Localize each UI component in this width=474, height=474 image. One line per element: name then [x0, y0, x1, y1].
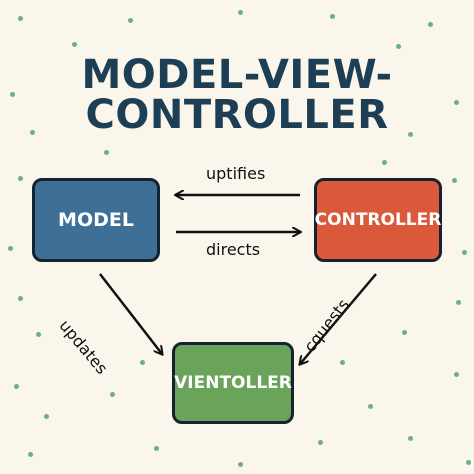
decor-dot — [340, 360, 345, 365]
decor-dot — [428, 22, 433, 27]
decor-dot — [396, 44, 401, 49]
decor-dot — [454, 372, 459, 377]
title-line-1: MODEL-VIEW- — [81, 52, 393, 98]
decor-dot — [44, 414, 49, 419]
decor-dot — [408, 436, 413, 441]
decor-dot — [8, 246, 13, 251]
arrow-model-to-view — [99, 273, 162, 354]
decor-dot — [238, 462, 243, 467]
decor-dot — [466, 460, 471, 465]
decor-dot — [36, 332, 41, 337]
decor-dot — [72, 42, 77, 47]
edge-label-uptifies: uptifies — [206, 164, 266, 183]
decor-dot — [318, 440, 323, 445]
edge-label-directs: directs — [206, 240, 261, 259]
decor-dot — [452, 178, 457, 183]
arrow-controller-to-view — [300, 273, 377, 364]
decor-dot — [18, 296, 23, 301]
decor-dot — [330, 14, 335, 19]
decor-dot — [30, 130, 35, 135]
decor-dot — [408, 132, 413, 137]
decor-dot — [14, 384, 19, 389]
decor-dot — [456, 300, 461, 305]
decor-dot — [402, 330, 407, 335]
decor-dot — [28, 452, 33, 457]
decor-dot — [382, 160, 387, 165]
controller-box: CONTROLLER — [314, 178, 442, 262]
decor-dot — [10, 92, 15, 97]
view-label: VIENTOLLER — [174, 373, 292, 393]
decor-dot — [238, 10, 243, 15]
decor-dot — [18, 176, 23, 181]
decor-dot — [368, 404, 373, 409]
title-line-2: CONTROLLER — [85, 92, 389, 138]
decor-dot — [140, 360, 145, 365]
decor-dot — [110, 392, 115, 397]
decor-dot — [454, 100, 459, 105]
decor-dot — [18, 16, 23, 21]
decor-dot — [104, 150, 109, 155]
decor-dot — [462, 250, 467, 255]
controller-label: CONTROLLER — [314, 210, 442, 230]
model-box: MODEL — [32, 178, 160, 262]
decor-dot — [128, 18, 133, 23]
decor-dot — [154, 446, 159, 451]
view-box: VIENTOLLER — [172, 342, 294, 424]
model-label: MODEL — [58, 209, 134, 231]
